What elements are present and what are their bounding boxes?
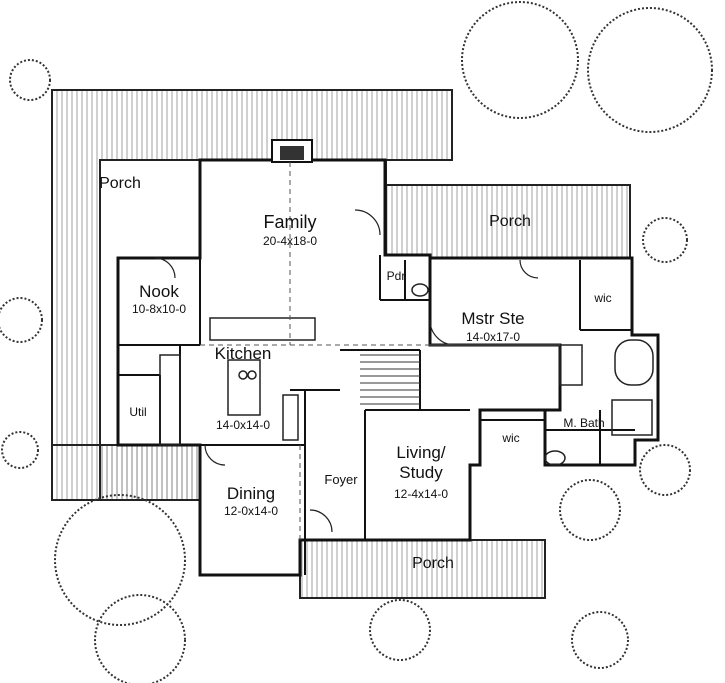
fireplace	[271, 139, 313, 163]
nook-dimensions: 10-8x10-0	[131, 302, 187, 316]
porch-east-label: Porch	[489, 213, 531, 230]
family-label: Family	[263, 212, 317, 232]
foyer-label: Foyer	[324, 472, 358, 487]
wic-lower-label: wic	[502, 431, 520, 445]
interior-walls	[118, 255, 635, 575]
porch-front-label: Porch	[412, 555, 454, 572]
bath-fixtures	[411, 283, 654, 466]
kitchen-dimensions: 14-0x14-0	[215, 418, 271, 432]
dining-label: Dining	[226, 484, 276, 503]
study-label: Study	[399, 463, 443, 482]
wic-upper-label: wic	[594, 291, 612, 305]
porch-west-label: Porch	[99, 175, 141, 192]
nook-label: Nook	[139, 282, 179, 301]
kitchen-label: Kitchen	[214, 344, 272, 363]
stairs	[360, 354, 420, 405]
living-dimensions: 12-4x14-0	[393, 487, 449, 501]
kitchen-counters	[159, 317, 316, 446]
powder-room-label: Pdr	[386, 269, 406, 283]
doors	[154, 209, 539, 533]
dining-dimensions: 12-0x14-0	[223, 504, 279, 518]
master-suite-dimensions: 14-0x17-0	[465, 330, 521, 344]
master-suite-label: Mstr Ste	[461, 309, 525, 328]
living-label: Living/	[396, 443, 446, 462]
util-label: Util	[129, 405, 147, 419]
family-dimensions: 20-4x18-0	[262, 234, 318, 248]
ceiling-lines	[200, 162, 560, 540]
master-bath-label: M. Bath	[563, 416, 605, 430]
